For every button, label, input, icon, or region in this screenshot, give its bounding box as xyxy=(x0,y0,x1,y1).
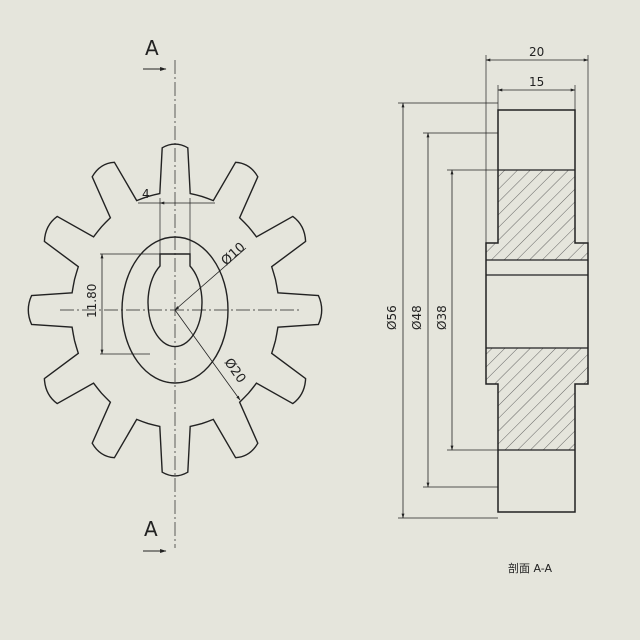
dim-bore: Ø10 xyxy=(219,240,249,269)
dim-total-width: 20 xyxy=(529,45,544,59)
section-view: 20 15 Ø56 Ø48 Ø38 剖面 A-A xyxy=(385,45,589,575)
hub-circle xyxy=(121,236,229,384)
dim-hub: Ø20 xyxy=(221,356,249,387)
section-label-top: A xyxy=(145,36,159,60)
dim-tip-diameter: Ø56 xyxy=(385,305,399,330)
dim-root-diameter: Ø38 xyxy=(435,305,449,330)
hatch-lower xyxy=(498,384,575,450)
dim-keyway-depth: 11.80 xyxy=(85,284,99,318)
hatch-lower-hub xyxy=(486,348,588,384)
section-label-bottom: A xyxy=(144,517,158,541)
dim-keyway-width: 4 xyxy=(142,187,150,201)
dim-pitch-diameter: Ø48 xyxy=(410,305,424,330)
hatch-upper xyxy=(498,170,575,243)
hatch-upper-hub xyxy=(486,243,588,260)
dim-face-width: 15 xyxy=(529,75,544,89)
gear-outline xyxy=(27,143,323,477)
dim-bore-leader xyxy=(174,247,247,311)
dim-hub-leader xyxy=(174,309,241,401)
section-caption: 剖面 A-A xyxy=(508,561,553,575)
front-view: A A 4 11.80 Ø10 Ø20 xyxy=(27,36,323,553)
bore-with-keyway xyxy=(147,253,203,348)
